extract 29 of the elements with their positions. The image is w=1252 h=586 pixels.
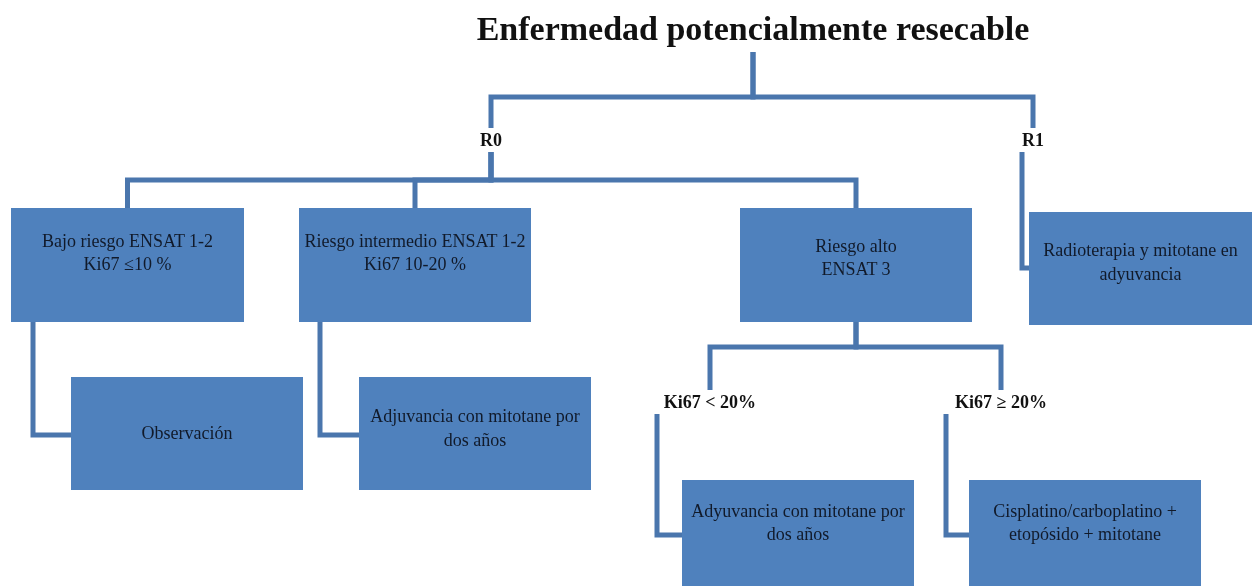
process-box — [299, 208, 531, 322]
process-box — [740, 208, 972, 322]
box-text: Cisplatino/carboplatino + etopósido + mitotane — [992, 499, 1178, 546]
connector-line — [488, 152, 859, 208]
process-box — [682, 480, 914, 586]
connector-line — [317, 322, 359, 438]
connector-line — [943, 414, 969, 538]
process-box — [359, 377, 591, 490]
branch-label: R1 — [1013, 128, 1053, 152]
box-text: Riesgo alto ENSAT 3 — [814, 234, 898, 281]
box-text: Adjuvancia con mitotane por dos años — [369, 405, 581, 452]
connector-line — [853, 322, 1004, 390]
condition-label: Ki67 < 20% — [645, 390, 775, 414]
condition-label: Ki67 ≥ 20% — [936, 390, 1066, 414]
branch-label: R0 — [471, 128, 511, 152]
process-box — [71, 377, 303, 490]
connector-line — [1019, 152, 1029, 271]
connector-line — [30, 322, 71, 438]
box-text: Observación — [141, 421, 233, 445]
diagram-title: Enfermedad potencialmente resecable — [400, 6, 1106, 52]
connector-line — [750, 52, 1036, 128]
box-text: Radioterapia y mitotane en adyuvancia — [1042, 239, 1239, 286]
box-text: Adyuvancia con mitotane por dos años — [690, 499, 906, 546]
process-box — [11, 208, 244, 322]
process-box — [1029, 212, 1252, 325]
box-text: Bajo riesgo ENSAT 1-2 Ki67 ≤10 % — [40, 229, 215, 276]
box-text: Riesgo intermedio ENSAT 1-2 Ki67 10-20 % — [303, 229, 527, 276]
process-box — [969, 480, 1201, 586]
connector-line — [654, 414, 682, 538]
